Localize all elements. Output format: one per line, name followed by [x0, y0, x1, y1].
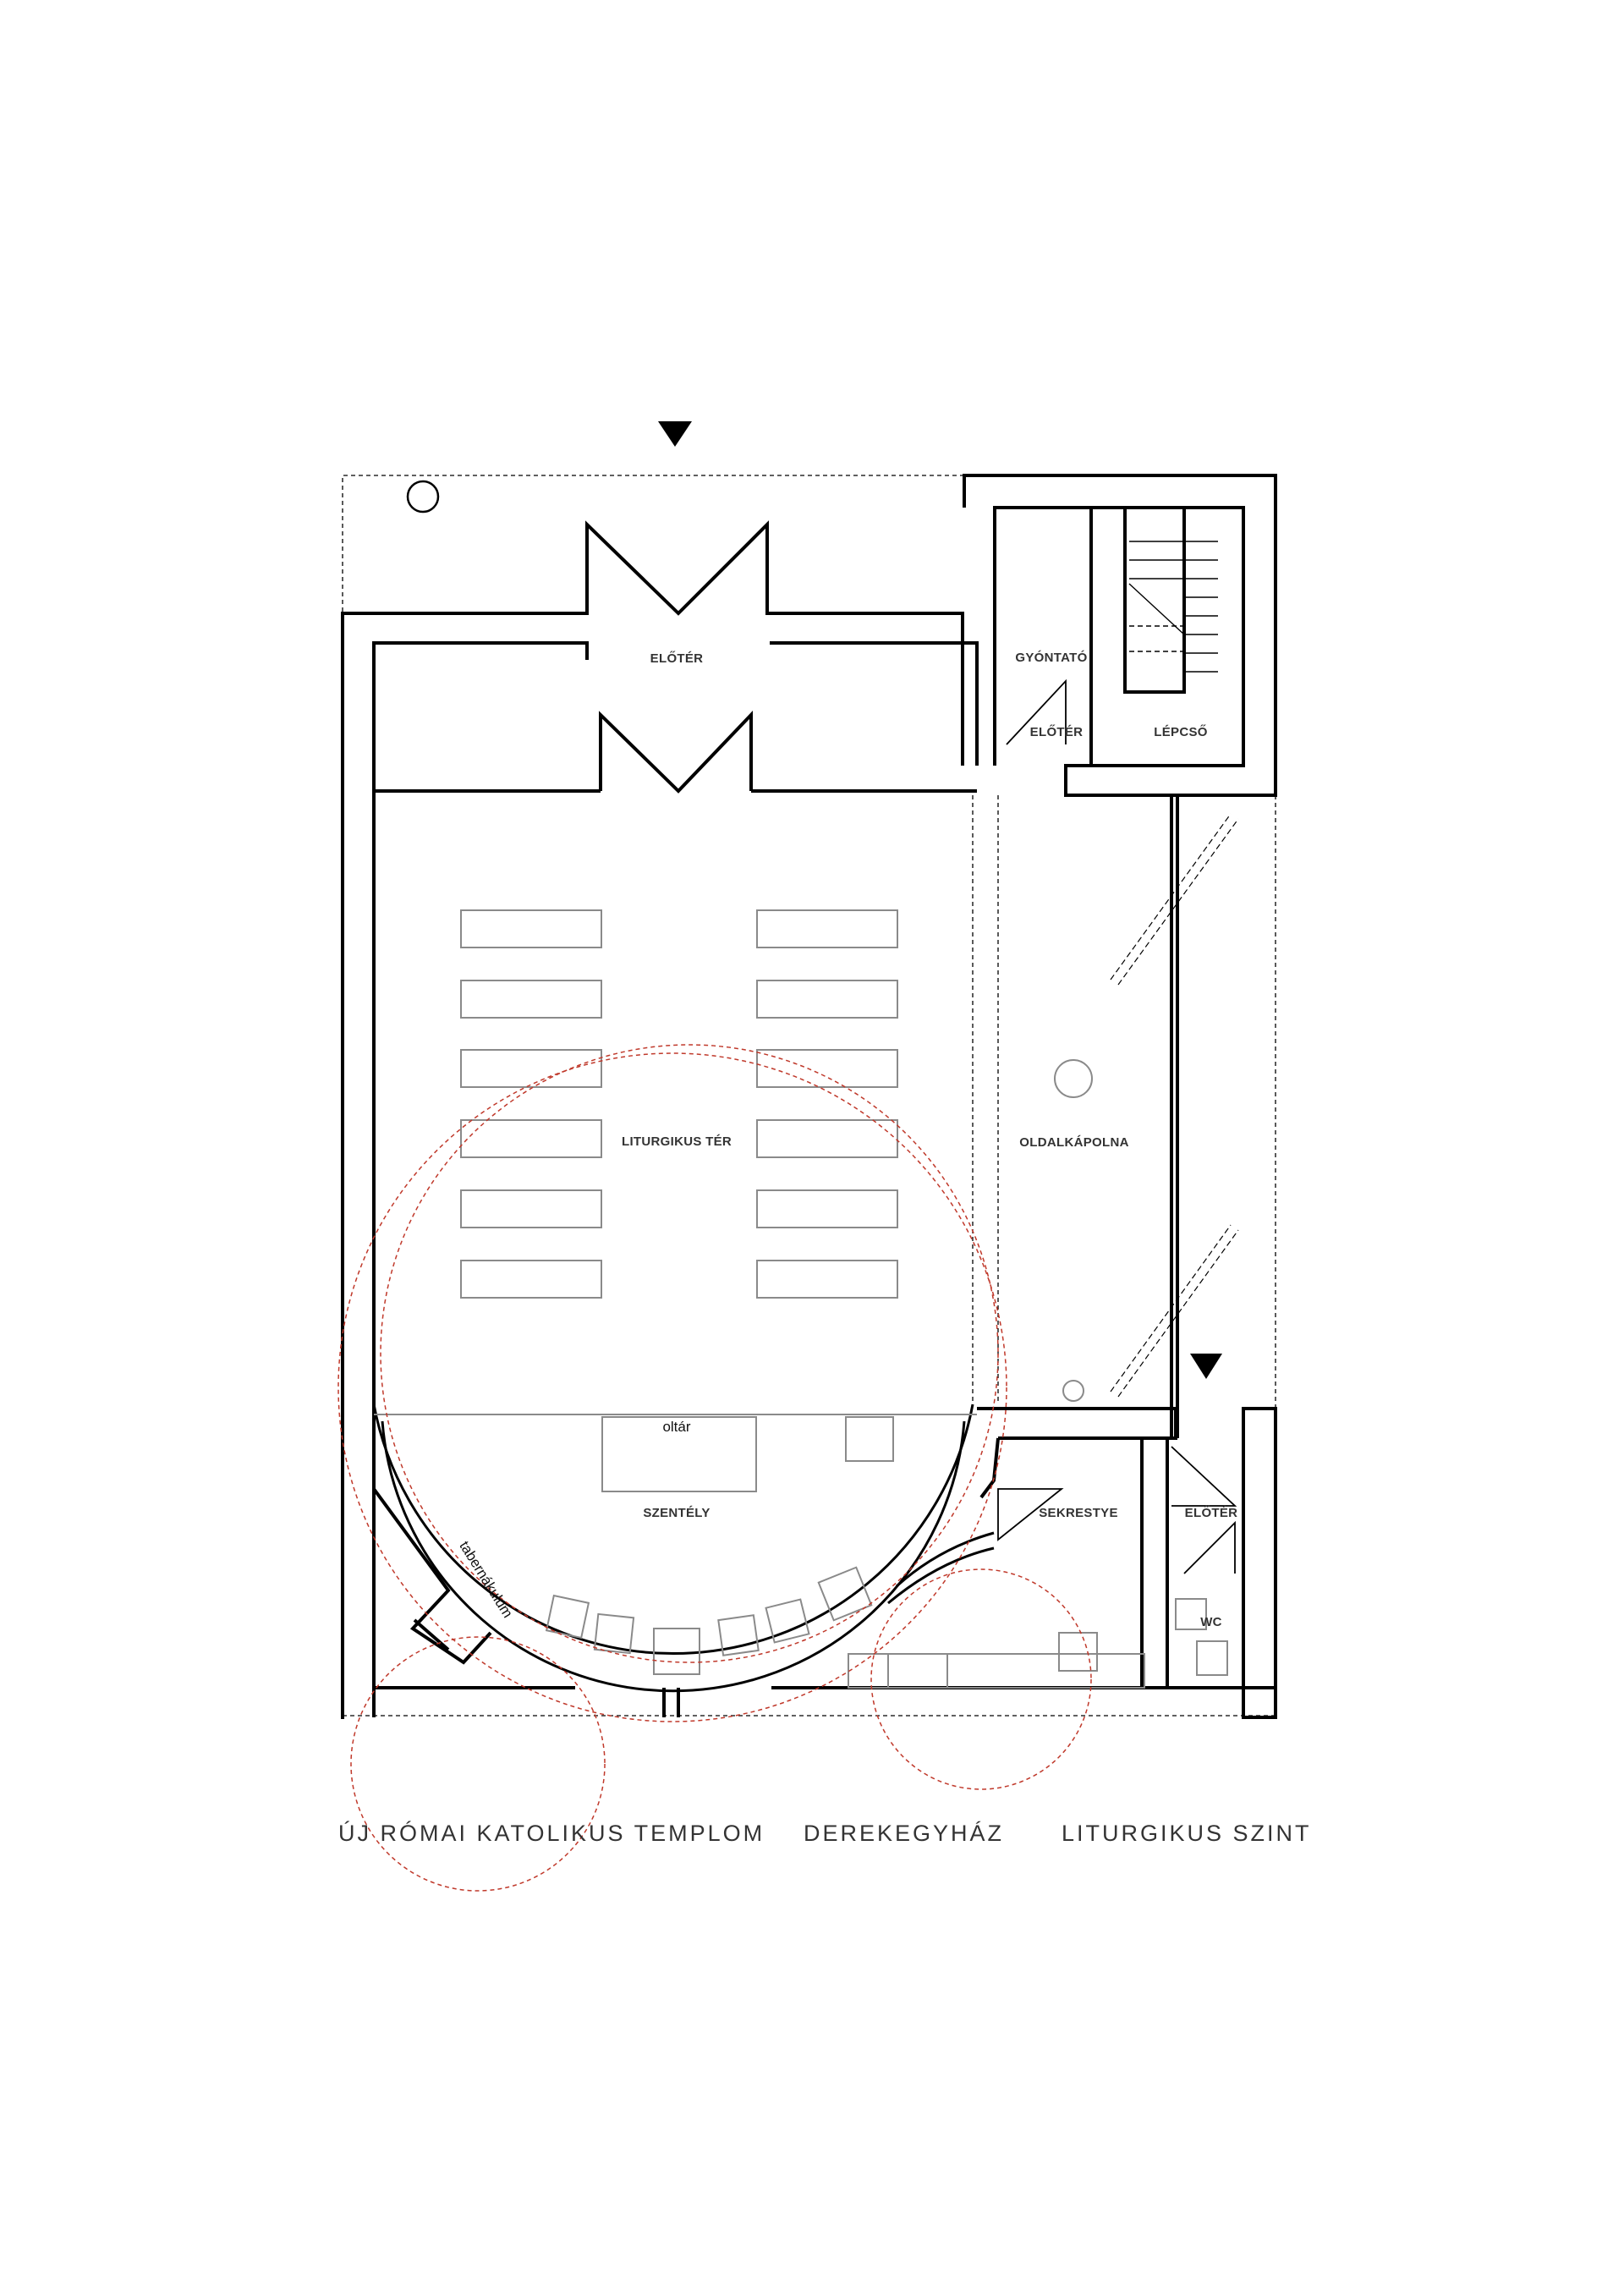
stairs	[1128, 541, 1218, 673]
entrance-marker-east-icon	[1190, 1354, 1222, 1379]
site-outline	[342, 475, 1276, 1717]
label-sanctuary: SZENTÉLY	[643, 1506, 710, 1520]
caption-church: ÚJ RÓMAI KATOLIKUS TEMPLOM	[338, 1821, 765, 1846]
column-icon	[406, 480, 440, 514]
label-side-chapel: OLDALKÁPOLNA	[1019, 1135, 1128, 1150]
apse-wall	[372, 1403, 995, 1693]
label-altar: oltár	[662, 1419, 690, 1435]
glass-partitions	[1110, 813, 1239, 1398]
pews	[460, 909, 898, 1299]
walls	[341, 474, 1277, 1719]
entrance-marker-north-icon	[658, 421, 692, 447]
label-confessional: GYÓNTATÓ	[1015, 650, 1087, 665]
label-foyer-small: ELŐTÉR	[1030, 724, 1084, 739]
doors	[997, 678, 1237, 1574]
label-wc: WC	[1200, 1615, 1222, 1629]
label-foyer-wc: ELŐTÉR	[1185, 1505, 1238, 1520]
overlay-circles	[337, 1044, 1092, 1892]
label-liturgical-space: LITURGIKUS TÉR	[622, 1134, 732, 1149]
label-stairs: LÉPCSŐ	[1154, 724, 1208, 739]
caption-town: DEREKEGYHÁZ	[804, 1821, 1005, 1846]
label-sacristy: SEKRESTYE	[1039, 1506, 1118, 1520]
label-foyer-main: ELŐTÉR	[650, 651, 704, 666]
label-tabernacle: tabernákulum	[456, 1538, 516, 1620]
caption-level: LITURGIKUS SZINT	[1062, 1821, 1312, 1846]
